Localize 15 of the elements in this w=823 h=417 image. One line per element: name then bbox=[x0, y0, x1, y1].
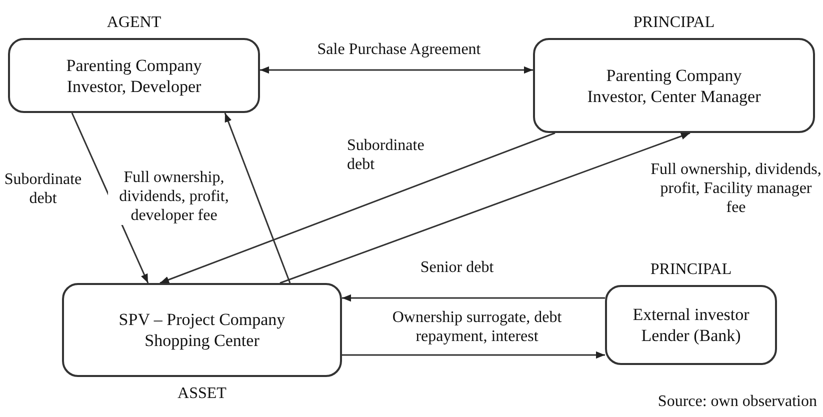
arrow bbox=[160, 132, 556, 284]
role-heading: PRINCIPAL bbox=[632, 14, 716, 32]
arrow bbox=[224, 112, 291, 284]
role-heading: AGENT bbox=[106, 14, 162, 32]
box-text: Parenting Company Investor, Developer bbox=[65, 54, 203, 96]
arrow bbox=[260, 66, 533, 74]
box-text: SPV – Project Company Shopping Center bbox=[118, 309, 286, 351]
source-caption: Source: own observation bbox=[658, 393, 817, 411]
box-text: Parenting Company Investor, Center Manager bbox=[586, 64, 762, 106]
arrow bbox=[342, 351, 605, 359]
arrow bbox=[342, 294, 605, 302]
box-text: External investor Lender (Bank) bbox=[632, 304, 750, 346]
arrow bbox=[280, 132, 690, 284]
role-heading: PRINCIPAL bbox=[649, 261, 733, 279]
role-heading: ASSET bbox=[176, 385, 228, 403]
